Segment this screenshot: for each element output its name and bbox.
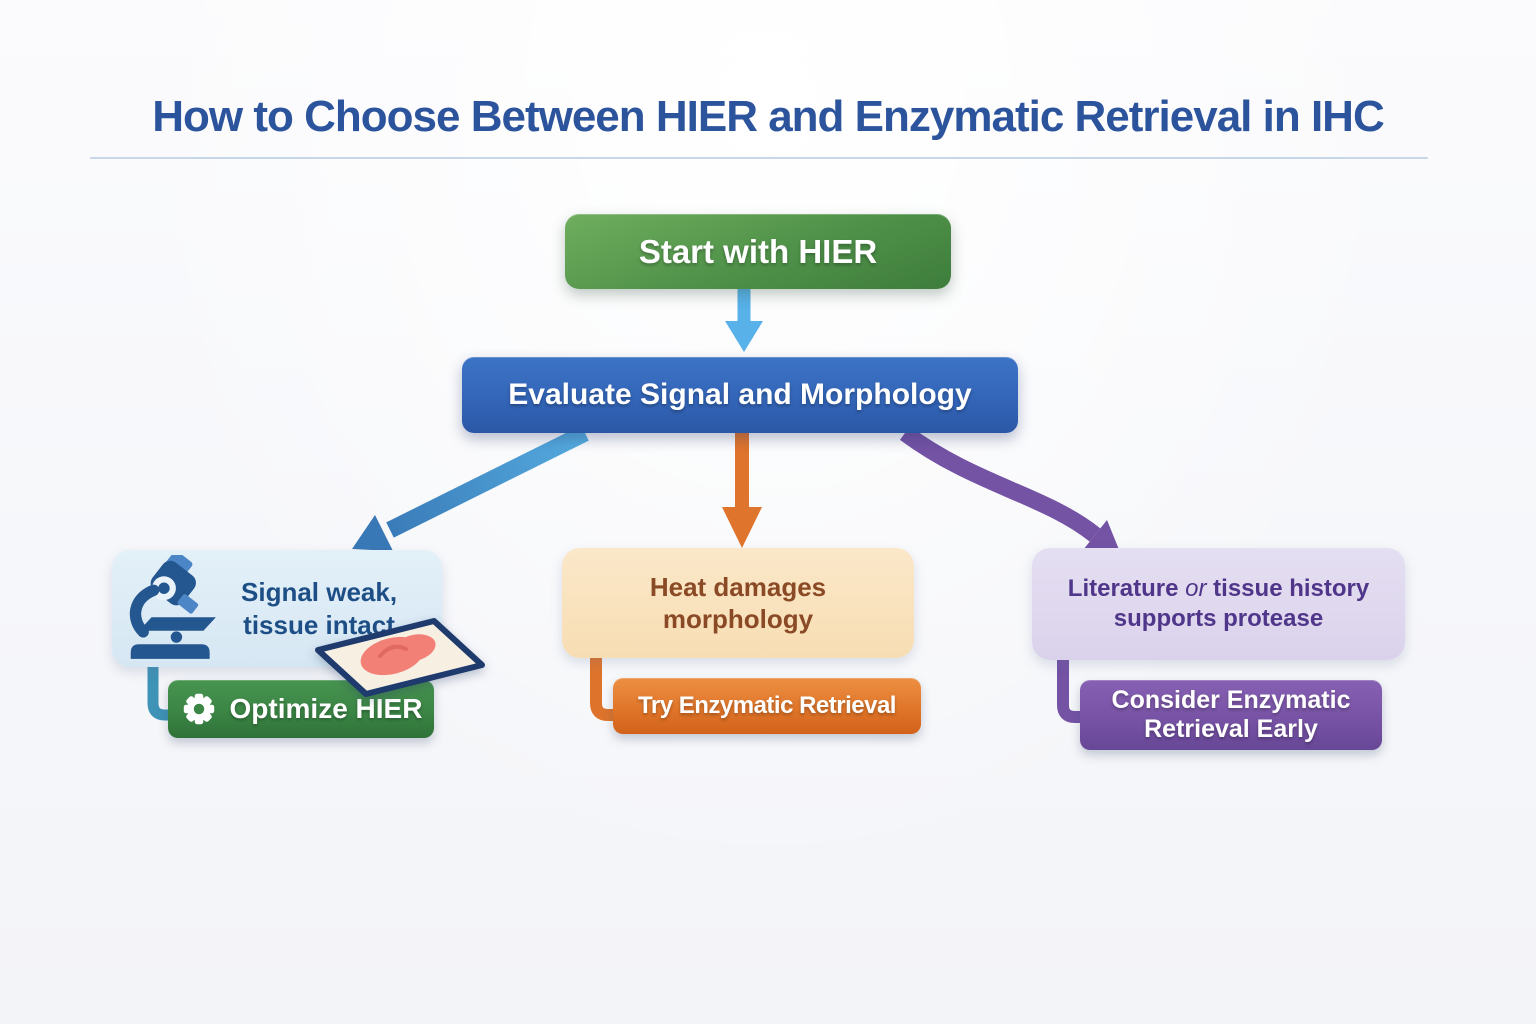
node-start-label: Start with HIER xyxy=(638,232,878,270)
condition-signal-weak: Signal weak, tissue intact xyxy=(112,550,442,667)
condition-heat-damages-text: Heat damages morphology xyxy=(650,571,826,636)
condition-line1: Heat damages xyxy=(649,571,827,602)
condition-line2: supports protease xyxy=(1113,605,1324,632)
action-optimize-hier-label: Optimize HIER xyxy=(229,693,423,724)
condition-line1: Signal weak, xyxy=(241,577,398,607)
arrow-evaluate-to-left xyxy=(352,425,589,551)
action-optimize-hier: Optimize HIER xyxy=(168,680,434,738)
node-evaluate-label: Evaluate Signal and Morphology xyxy=(508,378,972,411)
node-start-with-hier: Start with HIER xyxy=(565,214,951,289)
arrow-evaluate-to-middle xyxy=(722,433,762,548)
action-try-enzymatic-label: Try Enzymatic Retrieval xyxy=(638,692,896,719)
arrow-start-to-evaluate xyxy=(725,289,763,352)
condition-line2: tissue intact xyxy=(243,609,395,640)
microscope-icon xyxy=(129,554,216,659)
condition-signal-weak-text: Signal weak, tissue intact xyxy=(241,576,397,641)
page-title: How to Choose Between HIER and Enzymatic… xyxy=(152,92,1384,141)
title-divider xyxy=(90,157,1428,159)
action-try-enzymatic: Try Enzymatic Retrieval xyxy=(613,678,921,734)
condition-literature-text: Literature or tissue history supports pr… xyxy=(1068,574,1369,634)
condition-heat-damages: Heat damages morphology xyxy=(562,548,914,658)
condition-line1: Literature or tissue history xyxy=(1067,575,1370,602)
node-evaluate-signal-morphology: Evaluate Signal and Morphology xyxy=(462,357,1018,433)
condition-literature-protease: Literature or tissue history supports pr… xyxy=(1032,548,1405,660)
gear-icon xyxy=(183,693,214,725)
action-consider-enzymatic-early: Consider Enzymatic Retrieval Early xyxy=(1080,680,1382,750)
action-consider-enzymatic-label: Consider Enzymatic Retrieval Early xyxy=(1111,686,1351,743)
arrow-evaluate-to-right xyxy=(899,426,1122,557)
condition-line2: morphology xyxy=(662,604,814,634)
